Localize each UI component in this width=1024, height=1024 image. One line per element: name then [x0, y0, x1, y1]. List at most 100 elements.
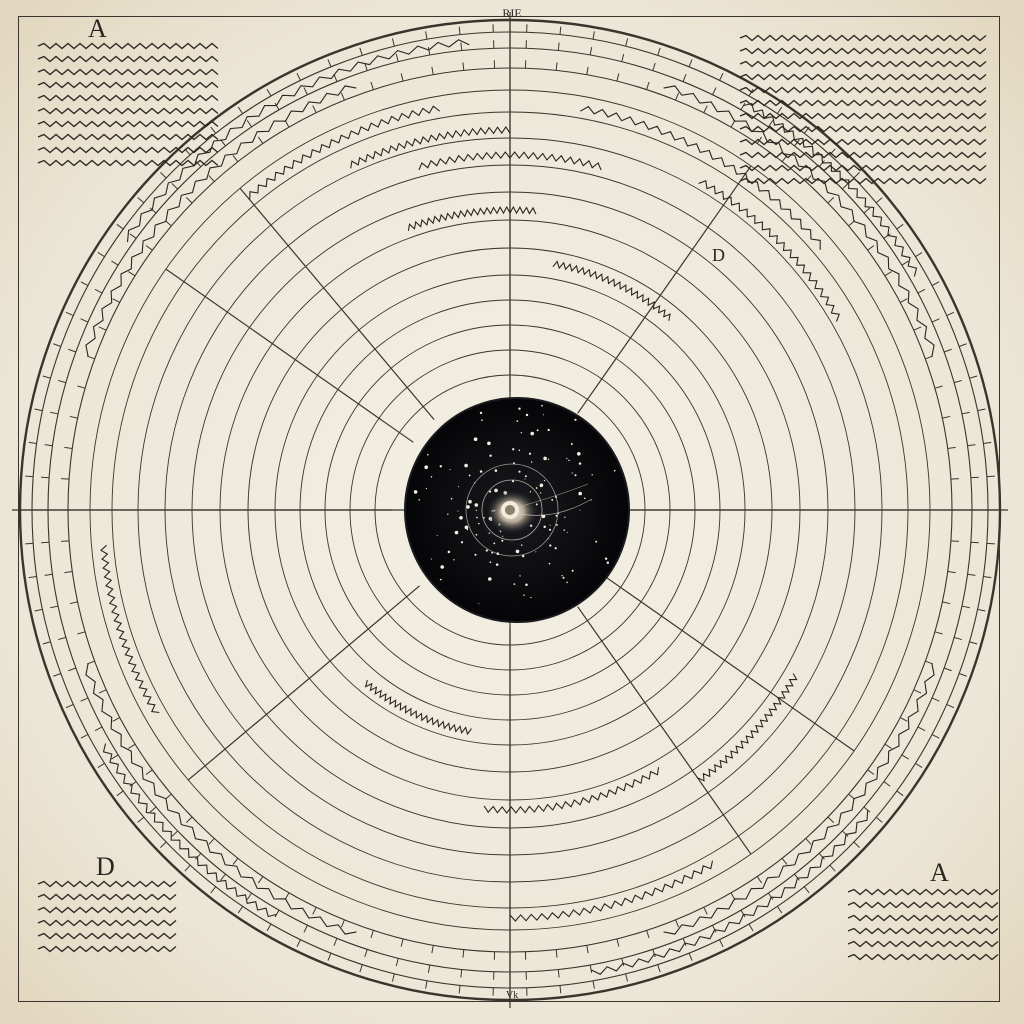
ring-tick — [884, 271, 892, 277]
note-line — [37, 159, 219, 167]
core-star — [447, 550, 451, 554]
ring-tick — [625, 38, 629, 47]
ring-tick — [333, 74, 338, 82]
ring-tick — [359, 964, 363, 973]
ring-tick — [86, 355, 95, 360]
ring-tick — [65, 703, 74, 709]
ring-tick — [953, 636, 962, 641]
ring-tick — [776, 106, 783, 114]
ring-tick — [953, 379, 962, 384]
ring-tick — [274, 102, 280, 111]
core-star — [464, 463, 468, 468]
core-star — [595, 540, 598, 543]
ring-tick — [340, 919, 345, 928]
ring-tick — [462, 949, 465, 958]
ring-tick — [128, 743, 136, 749]
ring-tick — [767, 120, 774, 128]
core-star — [566, 457, 568, 460]
ring-tick — [719, 939, 724, 948]
ring-tick — [818, 852, 825, 860]
ring-tick — [364, 949, 368, 958]
ring-tick — [395, 53, 399, 62]
top-left-letter: A — [88, 14, 107, 43]
ring-tick — [961, 605, 970, 609]
ring-tick — [983, 441, 992, 444]
ring-tick — [458, 26, 461, 35]
ring-tick — [818, 160, 825, 168]
ring-tick — [559, 985, 562, 994]
ring-tick — [462, 62, 465, 71]
core-star — [535, 551, 537, 553]
core-star — [476, 516, 478, 519]
ring-scribble — [697, 673, 798, 782]
ring-tick — [586, 66, 589, 75]
ring-tick — [61, 540, 70, 542]
ring-tick — [77, 631, 86, 635]
ring-tick — [137, 197, 145, 204]
note-line — [739, 125, 987, 133]
note-line — [847, 914, 999, 922]
chart-spoke — [606, 577, 855, 752]
ring-tick — [171, 183, 179, 190]
ring-tick — [703, 105, 708, 113]
ring-tick — [827, 197, 835, 204]
ring-scribble — [590, 810, 869, 975]
core-star — [454, 530, 459, 535]
core-star — [483, 517, 485, 519]
core-star — [562, 576, 565, 579]
core-star — [549, 524, 551, 526]
ring-tick — [400, 73, 404, 82]
ring-tick — [946, 311, 955, 317]
ring-tick — [942, 415, 951, 419]
core-star — [459, 516, 463, 520]
note-line — [847, 888, 999, 896]
ring-tick — [220, 139, 226, 147]
core-star — [475, 533, 478, 536]
chart-spoke — [577, 606, 752, 855]
ring-tick — [425, 980, 428, 989]
note-line — [847, 940, 999, 948]
ring-tick — [875, 197, 883, 204]
ring-tick — [111, 260, 119, 266]
ring-tick — [391, 38, 395, 47]
bottom-left-letter: D — [96, 852, 115, 881]
ring-tick — [149, 806, 157, 813]
ring-tick — [370, 81, 374, 90]
ring-tick — [160, 841, 167, 848]
ring-tick — [589, 47, 593, 56]
ring-tick — [616, 73, 620, 82]
note-line — [739, 164, 987, 172]
ring-tick — [934, 385, 943, 389]
core-star — [518, 407, 521, 410]
ring-tick — [900, 298, 908, 303]
ring-tick — [68, 667, 77, 672]
core-star — [529, 491, 532, 493]
ring-tick — [646, 930, 650, 939]
core-star — [604, 557, 608, 560]
ring-tick — [58, 379, 67, 384]
ring-scribble — [509, 860, 714, 922]
ring-tick — [959, 343, 967, 347]
core-star — [501, 539, 504, 542]
ring-tick — [688, 953, 693, 961]
ring-tick — [64, 446, 73, 449]
ring-tick — [232, 857, 239, 865]
ring-scribble — [407, 205, 537, 231]
ring-tick — [970, 541, 979, 544]
ring-tick — [58, 636, 67, 641]
core-star — [525, 583, 528, 586]
note-line — [37, 932, 177, 940]
ring-tick — [42, 641, 51, 645]
ring-tick — [557, 42, 560, 51]
ring-scribble — [85, 663, 357, 935]
core-star — [418, 499, 420, 501]
ring-tick — [232, 155, 239, 163]
ring-tick — [312, 907, 317, 915]
core-star — [518, 449, 521, 452]
ring-tick — [64, 571, 73, 574]
core-star — [468, 499, 472, 504]
ring-tick — [901, 754, 909, 760]
core-star — [564, 516, 566, 518]
core-star — [513, 583, 516, 585]
